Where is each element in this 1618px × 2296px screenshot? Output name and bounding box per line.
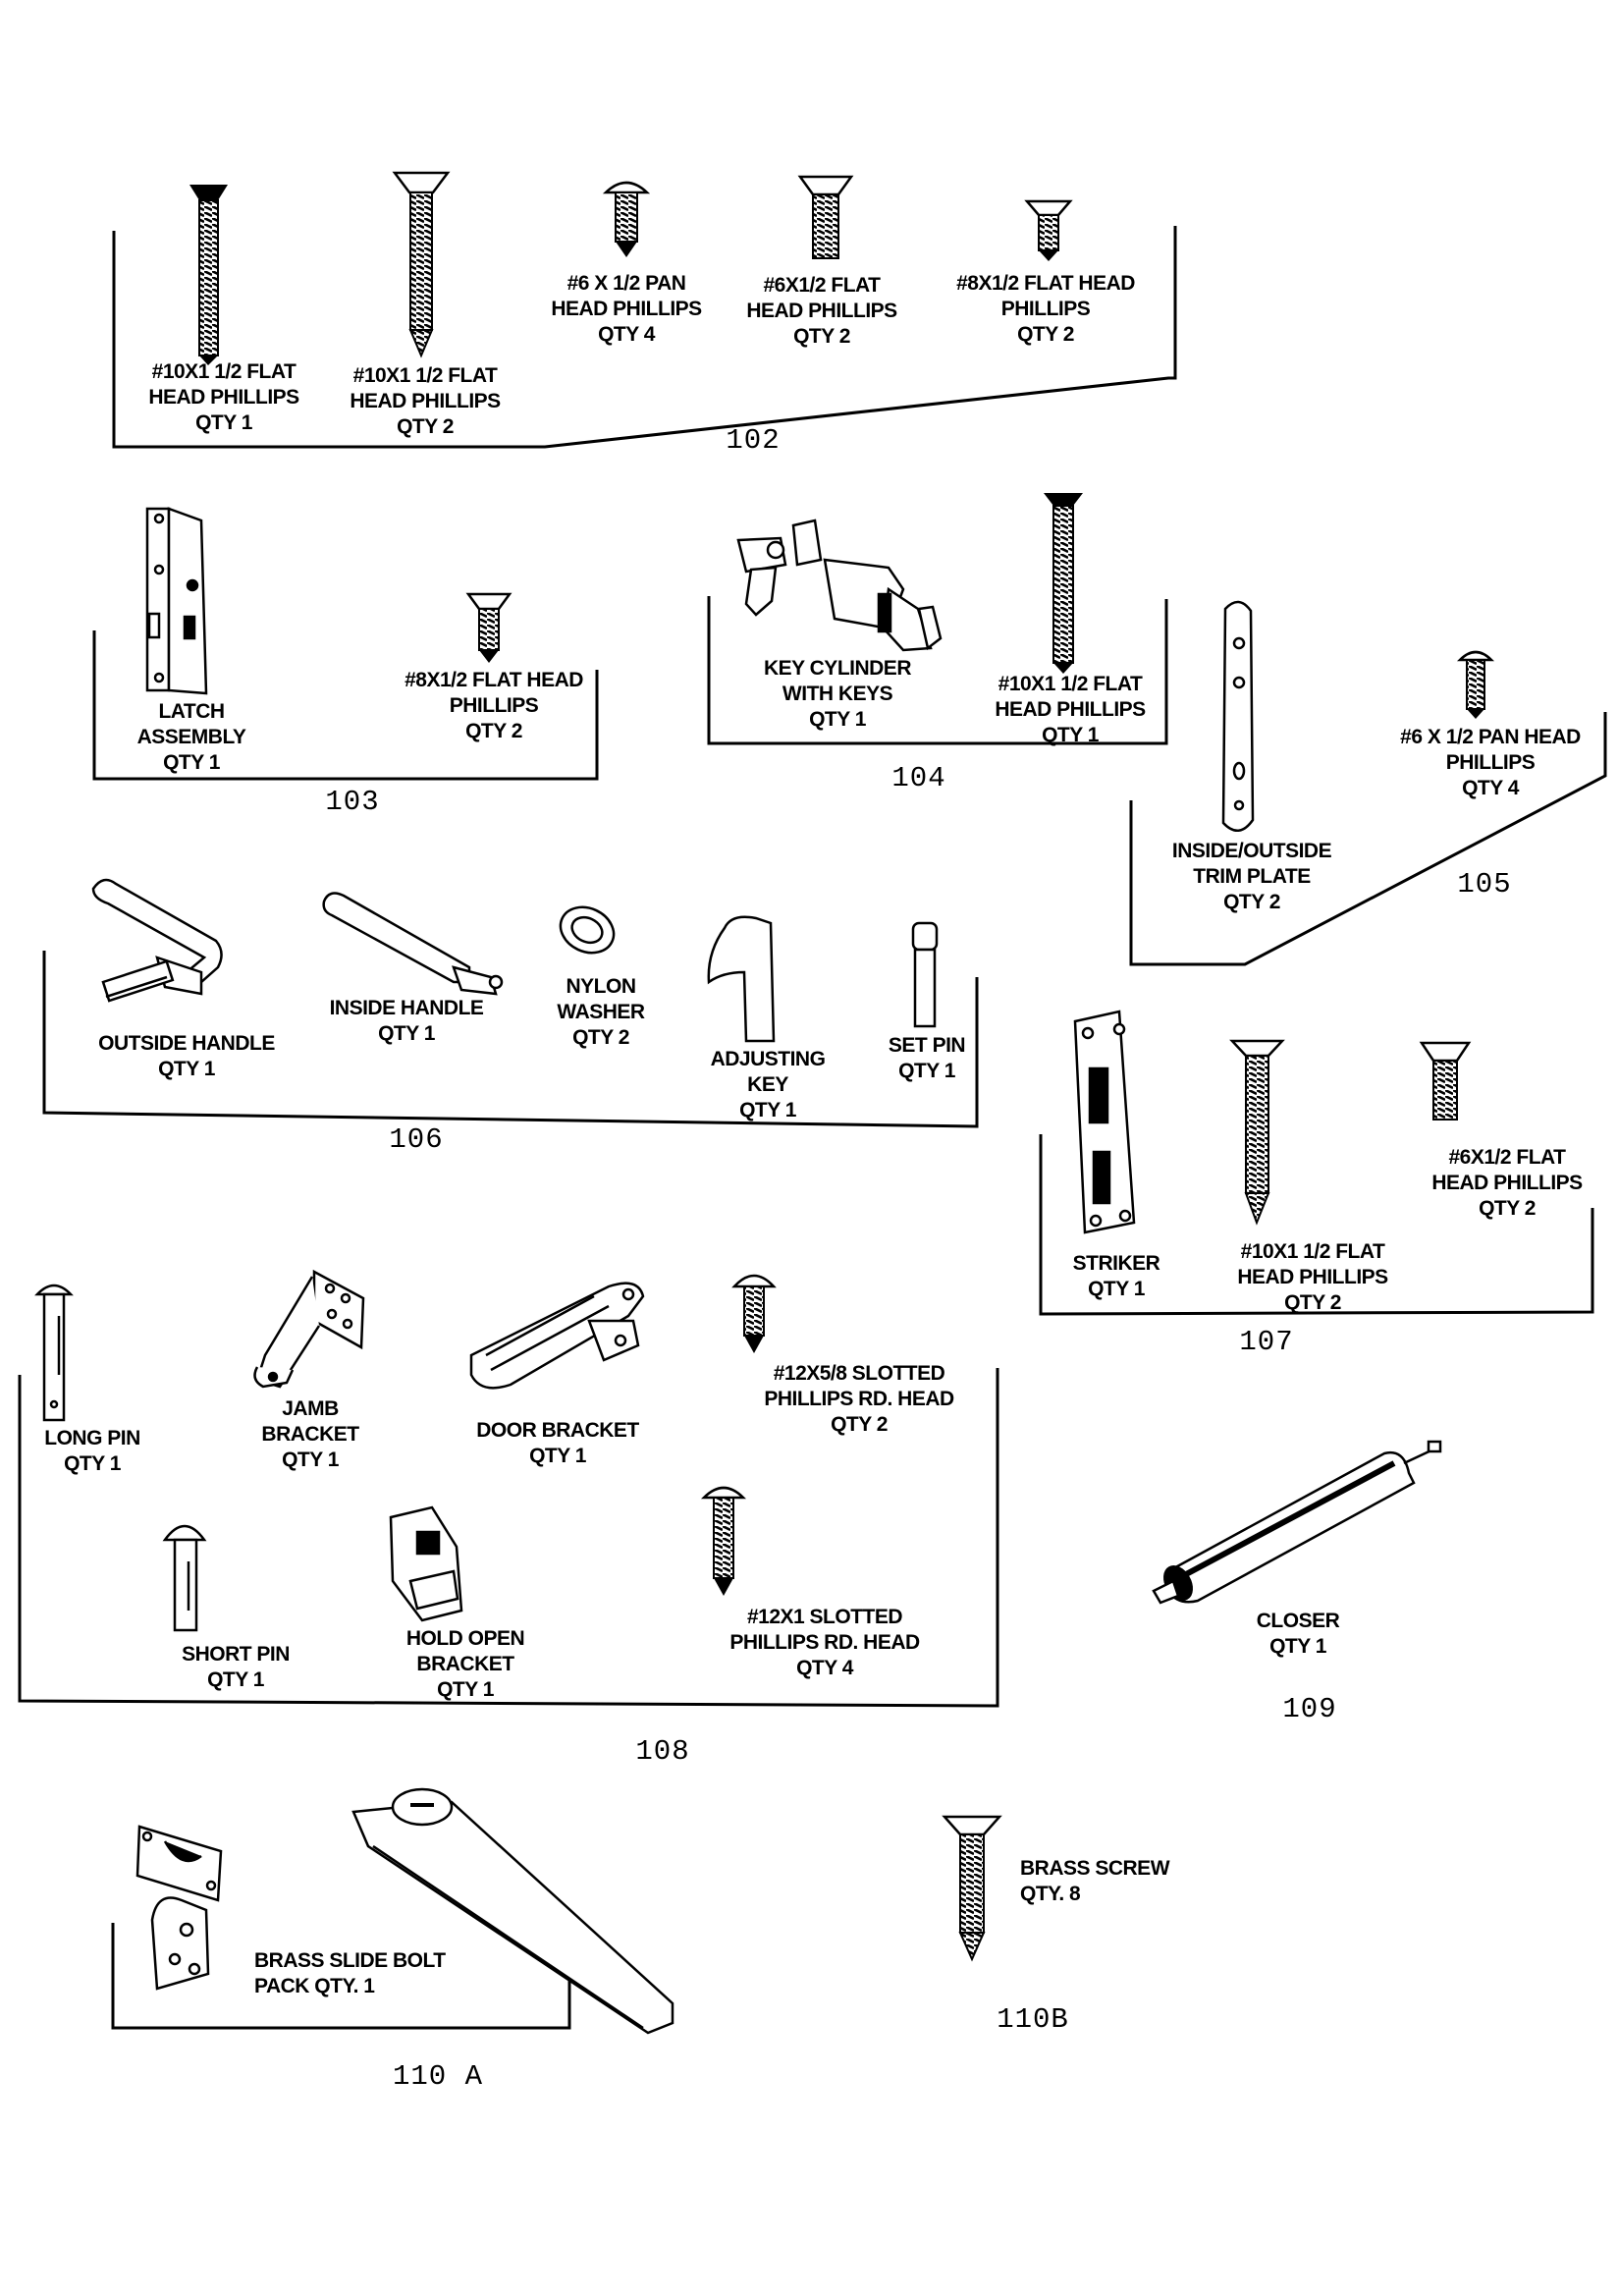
flat-head-screw-icon: [465, 592, 512, 663]
part-label: CLOSER QTY 1: [1256, 1610, 1340, 1658]
part-label: NYLON WASHER QTY 2: [557, 975, 645, 1049]
part-label: #6X1/2 FLAT HEAD PHILLIPS QTY 2: [746, 274, 897, 348]
group-106-outline: [42, 951, 979, 1128]
group-107-outline: [1039, 1134, 1594, 1316]
part-label: INSIDE/OUTSIDE TRIM PLATE QTY 2: [1171, 840, 1332, 913]
part-label: BRASS SCREW QTY. 8: [1020, 1857, 1170, 1905]
group-number: 102: [726, 424, 781, 457]
part-label: #8X1/2 FLAT HEAD PHILLIPS QTY 2: [956, 272, 1135, 346]
jamb-bracket-icon: [253, 1269, 365, 1389]
part-label: #8X1/2 FLAT HEAD PHILLIPS QTY 2: [404, 669, 583, 742]
hold-open-bracket-icon: [389, 1505, 463, 1622]
group-number: 109: [1282, 1693, 1337, 1725]
adjusting-key-icon: [707, 915, 776, 1043]
part-label: #12X1 SLOTTED PHILLIPS RD. HEAD QTY 4: [729, 1606, 920, 1679]
flat-head-screw-icon: [1044, 493, 1083, 674]
part-label: SHORT PIN QTY 1: [182, 1643, 290, 1691]
part-label: ADJUSTING KEY QTY 1: [710, 1048, 826, 1121]
part-label: BRASS SLIDE BOLT PACK QTY. 1: [254, 1949, 446, 1997]
wood-screw-icon: [942, 1815, 1002, 1962]
group-number: 105: [1457, 868, 1512, 901]
group-number: 110 A: [392, 2060, 484, 2093]
part-label: LATCH ASSEMBLY QTY 1: [136, 700, 246, 774]
flat-head-screw-icon: [1024, 199, 1073, 261]
part-label: LONG PIN QTY 1: [44, 1427, 140, 1475]
set-pin-icon: [911, 921, 939, 1028]
part-label: #12X5/8 SLOTTED PHILLIPS RD. HEAD QTY 2: [764, 1362, 954, 1436]
key-cylinder-icon: [736, 519, 943, 652]
part-label: JAMB BRACKET QTY 1: [261, 1397, 359, 1471]
part-label: INSIDE HANDLE QTY 1: [329, 997, 484, 1045]
slide-bolt-icon: [135, 1787, 674, 2035]
inside-handle-icon: [322, 892, 504, 996]
part-label: HOLD OPEN BRACKET QTY 1: [405, 1627, 525, 1701]
door-bracket-icon: [469, 1282, 645, 1390]
part-label: #6X1/2 FLAT HEAD PHILLIPS QTY 2: [1431, 1146, 1583, 1220]
group-105-outline: [1129, 712, 1607, 966]
part-label: STRIKER QTY 1: [1072, 1252, 1160, 1300]
short-pin-icon: [162, 1524, 207, 1632]
long-pin-icon: [34, 1284, 74, 1422]
group-number: 106: [389, 1123, 444, 1156]
part-label: #10X1 1/2 FLAT HEAD PHILLIPS QTY 1: [148, 360, 299, 434]
wood-screw-icon: [1229, 1039, 1285, 1226]
flat-head-screw-icon: [797, 175, 854, 259]
part-label: #10X1 1/2 FLAT HEAD PHILLIPS QTY 2: [350, 364, 501, 438]
outside-handle-icon: [91, 878, 223, 1003]
round-head-screw-icon: [700, 1486, 747, 1596]
flat-head-screw-icon: [1419, 1041, 1472, 1121]
group-outlines: [18, 226, 1607, 2030]
part-label: DOOR BRACKET QTY 1: [476, 1419, 639, 1467]
pan-head-screw-icon: [602, 181, 651, 257]
part-label: #6 X 1/2 PAN HEAD PHILLIPS QTY 4: [551, 272, 702, 346]
part-label: KEY CYLINDER WITH KEYS QTY 1: [764, 657, 911, 731]
part-label: OUTSIDE HANDLE QTY 1: [98, 1032, 275, 1080]
striker-plate-icon: [1073, 1010, 1136, 1234]
group-number: 110B: [997, 2003, 1069, 2036]
group-108-outline: [18, 1368, 999, 1708]
part-label: SET PIN QTY 1: [888, 1034, 966, 1082]
group-103-outline: [92, 630, 599, 781]
latch-assembly-icon: [145, 507, 208, 695]
group-102-outline: [112, 226, 1177, 449]
group-number: 107: [1239, 1326, 1294, 1358]
group-number: 108: [635, 1735, 690, 1768]
pan-head-screw-icon: [1456, 650, 1495, 719]
part-label: #10X1 1/2 FLAT HEAD PHILLIPS QTY 2: [1237, 1240, 1388, 1314]
trim-plate-icon: [1221, 600, 1255, 832]
flat-head-screw-icon: [189, 185, 228, 365]
wood-screw-icon: [392, 171, 451, 358]
part-label: #10X1 1/2 FLAT HEAD PHILLIPS QTY 1: [995, 673, 1146, 746]
group-number: 103: [325, 786, 380, 818]
door-closer-icon: [1152, 1440, 1442, 1605]
group-number: 104: [891, 762, 946, 794]
nylon-washer-icon: [559, 905, 616, 955]
round-head-screw-icon: [731, 1274, 777, 1353]
group-104-outline: [707, 596, 1168, 745]
part-label: #6 X 1/2 PAN HEAD PHILLIPS QTY 4: [1400, 726, 1581, 799]
